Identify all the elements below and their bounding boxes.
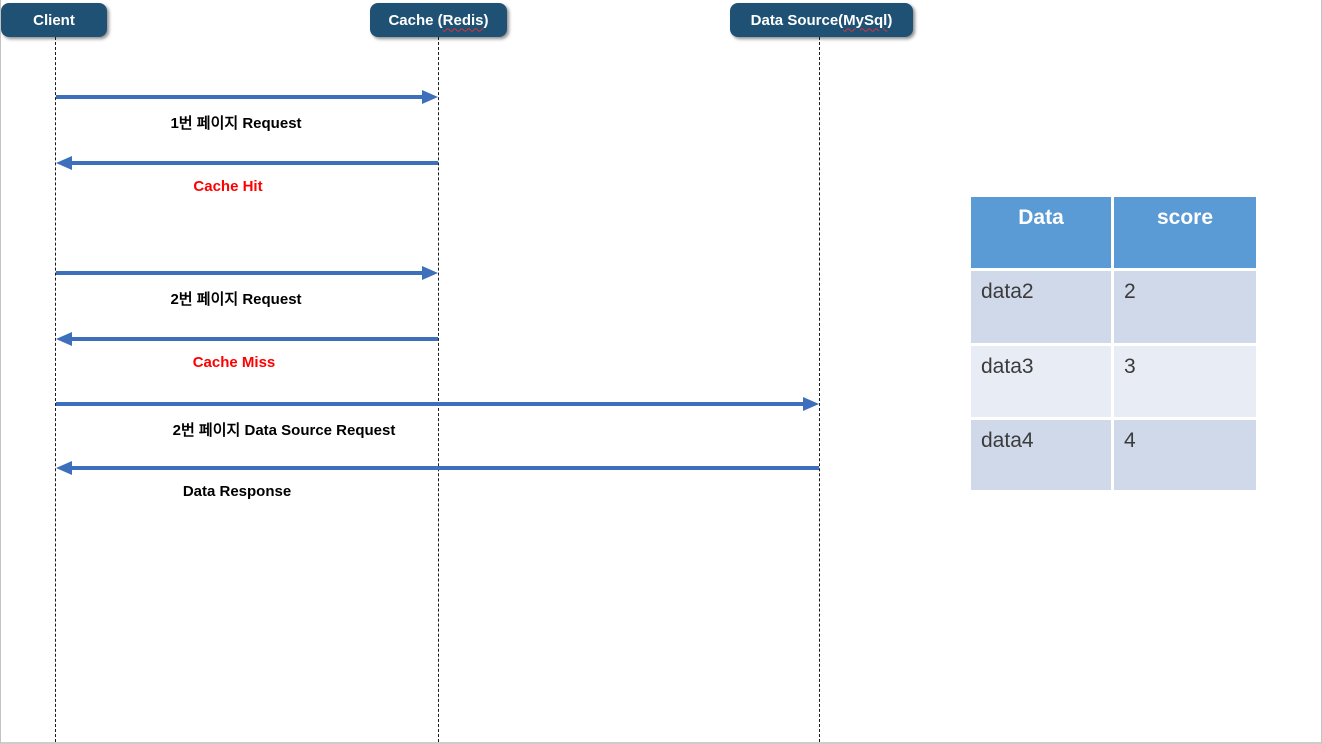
arrowhead-left-icon — [56, 461, 72, 475]
arrowhead-left-icon — [56, 332, 72, 346]
arrow-shaft — [56, 271, 425, 275]
message-label: Cache Miss — [192, 354, 276, 371]
message-page2-datasource-request: 2번 페이지 Data Source Request — [56, 397, 819, 439]
arrow-shaft — [69, 161, 438, 165]
message-label: 1번 페이지 Request — [170, 115, 302, 132]
lifeline-cache — [438, 37, 439, 742]
message-label: 2번 페이지 Request — [170, 291, 302, 308]
arrowhead-right-icon — [803, 397, 819, 411]
lifeline-client — [55, 37, 56, 742]
arrow-right-icon — [56, 266, 438, 280]
arrowhead-right-icon — [422, 266, 438, 280]
actor-datasource-mysql: Data Source(MySql) — [730, 3, 913, 37]
message-label: 2번 페이지 Data Source Request — [172, 422, 396, 439]
data-score-table: Data score data2 2 data3 3 data4 4 — [971, 197, 1256, 490]
table-cell-data2: data2 — [971, 271, 1111, 343]
arrowhead-left-icon — [56, 156, 72, 170]
lifeline-datasource — [819, 37, 820, 742]
message-label: Data Response — [182, 483, 292, 500]
arrow-left-icon — [56, 156, 438, 170]
actor-client-label: Client — [33, 11, 75, 29]
table-cell-data4: data4 — [971, 420, 1111, 490]
spellcheck-underline: Redis — [442, 11, 484, 29]
table-cell-score3: 3 — [1114, 346, 1256, 417]
arrow-right-icon — [56, 90, 438, 104]
arrowhead-right-icon — [422, 90, 438, 104]
message-data-response: Data Response — [56, 461, 819, 500]
message-cache-hit: Cache Hit — [56, 156, 438, 195]
message-page1-request: 1번 페이지 Request — [56, 90, 438, 132]
table-header-score: score — [1114, 197, 1256, 268]
arrow-left-icon — [56, 332, 438, 346]
arrow-right-icon — [56, 397, 819, 411]
actor-cache-label: Cache (Redis) — [388, 11, 489, 29]
arrow-shaft — [69, 466, 819, 470]
table-cell-score4: 4 — [1114, 420, 1256, 490]
actor-client: Client — [1, 3, 107, 37]
arrow-shaft — [69, 337, 438, 341]
message-cache-miss: Cache Miss — [56, 332, 438, 371]
actor-datasource-label: Data Source(MySql) — [750, 11, 893, 29]
arrow-shaft — [56, 95, 425, 99]
arrow-shaft — [56, 402, 806, 406]
message-label: Cache Hit — [193, 178, 263, 195]
table-header-data: Data — [971, 197, 1111, 268]
arrow-left-icon — [56, 461, 819, 475]
actor-cache-redis: Cache (Redis) — [370, 3, 507, 37]
table-cell-score2: 2 — [1114, 271, 1256, 343]
message-page2-request: 2번 페이지 Request — [56, 266, 438, 308]
table-cell-data3: data3 — [971, 346, 1111, 417]
spellcheck-underline: MySql — [843, 11, 888, 29]
